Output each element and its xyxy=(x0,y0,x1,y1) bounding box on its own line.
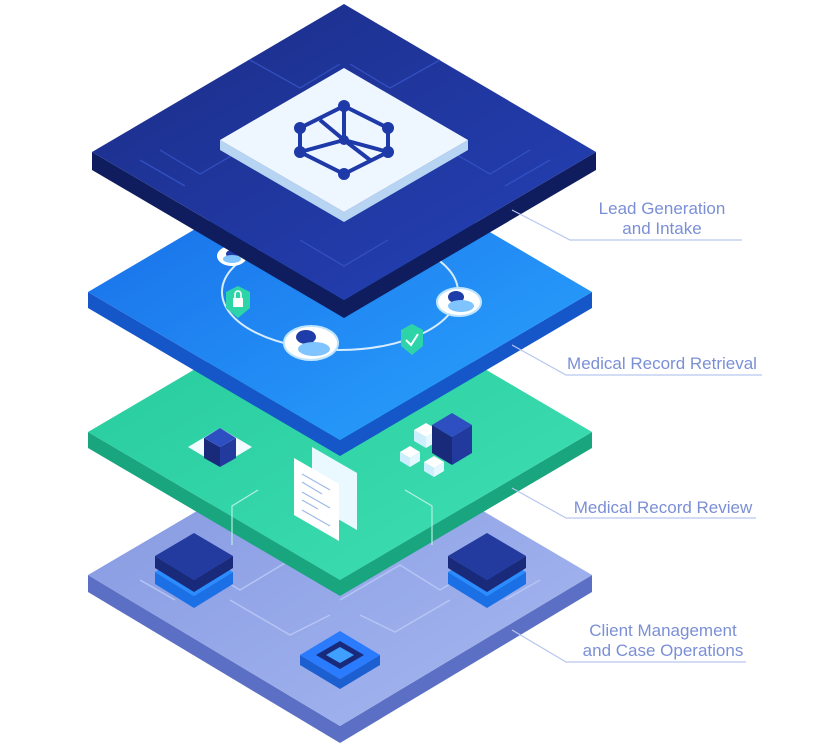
cube-icon xyxy=(188,428,252,467)
callout-lines xyxy=(511,209,762,663)
layer-lead-generation xyxy=(92,4,596,318)
layer-label-medical-record-retrieval: Medical Record Retrieval xyxy=(552,354,772,374)
layer-label-medical-record-review: Medical Record Review xyxy=(558,498,768,518)
lock-shield-icon xyxy=(226,286,250,318)
user-avatar-icon xyxy=(283,325,339,361)
check-shield-icon xyxy=(401,324,423,355)
server-icon xyxy=(448,533,526,608)
layer-label-lead-generation: Lead Generation and Intake xyxy=(578,199,746,239)
cube-cluster-icon xyxy=(400,413,472,477)
server-icon xyxy=(155,533,233,608)
user-avatar-icon xyxy=(436,287,482,317)
label-line: and Case Operations xyxy=(582,641,744,660)
label-line: Medical Record Review xyxy=(573,498,753,517)
layer-label-client-management: Client Management and Case Operations xyxy=(568,621,758,661)
chip-icon xyxy=(300,631,380,689)
label-line: Medical Record Retrieval xyxy=(567,354,757,373)
label-line: Lead Generation xyxy=(598,199,726,218)
label-line: and Intake xyxy=(622,219,702,238)
document-icon xyxy=(294,447,357,541)
label-line: Client Management xyxy=(589,621,737,640)
